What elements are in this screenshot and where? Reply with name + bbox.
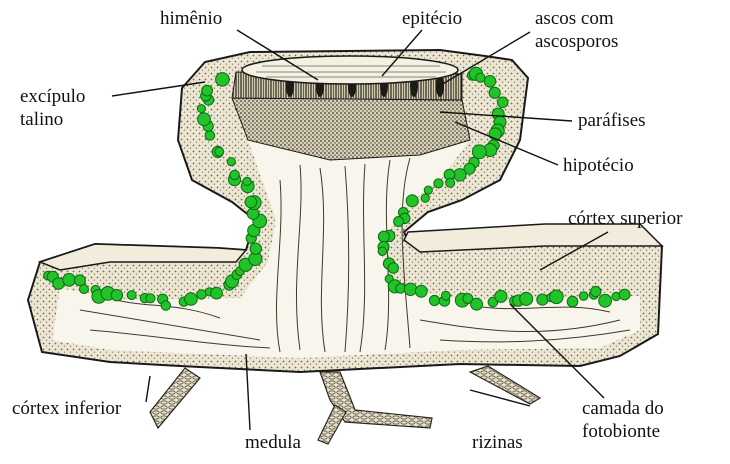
photobiont-cell (471, 298, 483, 310)
label-excipulo-line1: excípulo (20, 86, 85, 108)
photobiont-cell (489, 87, 500, 98)
label-parafises: paráfises (578, 110, 646, 132)
label-camada-line2: fotobionte (582, 421, 660, 443)
photobiont-cell (215, 147, 224, 156)
photobiont-cell (197, 290, 206, 299)
label-ascos-line2: ascosporos (535, 31, 618, 53)
photobiont-cell (473, 145, 487, 159)
photobiont-cell (424, 186, 432, 194)
photobiont-cell (243, 177, 251, 185)
photobiont-cell (619, 289, 630, 300)
photobiont-cell (216, 73, 230, 87)
photobiont-cell (434, 179, 443, 188)
label-cortex-superior: córtex superior (568, 208, 682, 230)
photobiont-cell (442, 291, 451, 300)
photobiont-cell (230, 170, 239, 179)
label-ascos-line1: ascos com (535, 8, 614, 30)
label-epitecio: epitécio (402, 8, 462, 30)
photobiont-cell (537, 294, 548, 305)
label-himenio: himênio (160, 8, 222, 30)
label-excipulo-line2: talino (20, 109, 63, 131)
photobiont-cell (205, 131, 215, 141)
photobiont-cell (415, 285, 427, 297)
photobiont-cell (250, 243, 261, 254)
photobiont-cell (591, 286, 601, 296)
photobiont-cell (388, 263, 398, 273)
label-rizinas: rizinas (472, 432, 523, 454)
photobiont-cell (394, 217, 404, 227)
photobiont-cell (378, 231, 389, 242)
label-camada-line1: camada do (582, 398, 664, 420)
photobiont-cell (227, 158, 235, 166)
photobiont-cell (111, 290, 122, 301)
photobiont-cell (497, 97, 508, 108)
label-hipotecio: hipotécio (563, 155, 634, 177)
photobiont-cell (599, 294, 612, 307)
photobiont-cell (484, 76, 496, 88)
epithecium-disc (242, 56, 458, 84)
photobiont-cell (146, 294, 155, 303)
photobiont-cell (378, 247, 386, 255)
photobiont-cell (520, 292, 533, 305)
photobiont-cell (567, 296, 578, 307)
photobiont-cell (495, 290, 507, 302)
label-medula: medula (245, 432, 301, 454)
photobiont-cell (185, 293, 198, 306)
photobiont-cell (579, 292, 588, 301)
photobiont-cell (550, 290, 564, 304)
photobiont-cell (429, 295, 439, 305)
label-cortex-inferior: córtex inferior (12, 398, 121, 420)
photobiont-cell (211, 287, 223, 299)
photobiont-cell (406, 195, 418, 207)
photobiont-cell (198, 113, 211, 126)
photobiont-cell (127, 291, 136, 300)
photobiont-cell (245, 196, 257, 208)
photobiont-cell (161, 301, 170, 310)
photobiont-cell (404, 283, 416, 295)
photobiont-cell (197, 105, 205, 113)
photobiont-cell (80, 285, 89, 294)
photobiont-cell (63, 274, 76, 287)
photobiont-cell (454, 169, 466, 181)
photobiont-cell (446, 178, 455, 187)
photobiont-cell (421, 194, 429, 202)
photobiont-cell (202, 85, 213, 96)
